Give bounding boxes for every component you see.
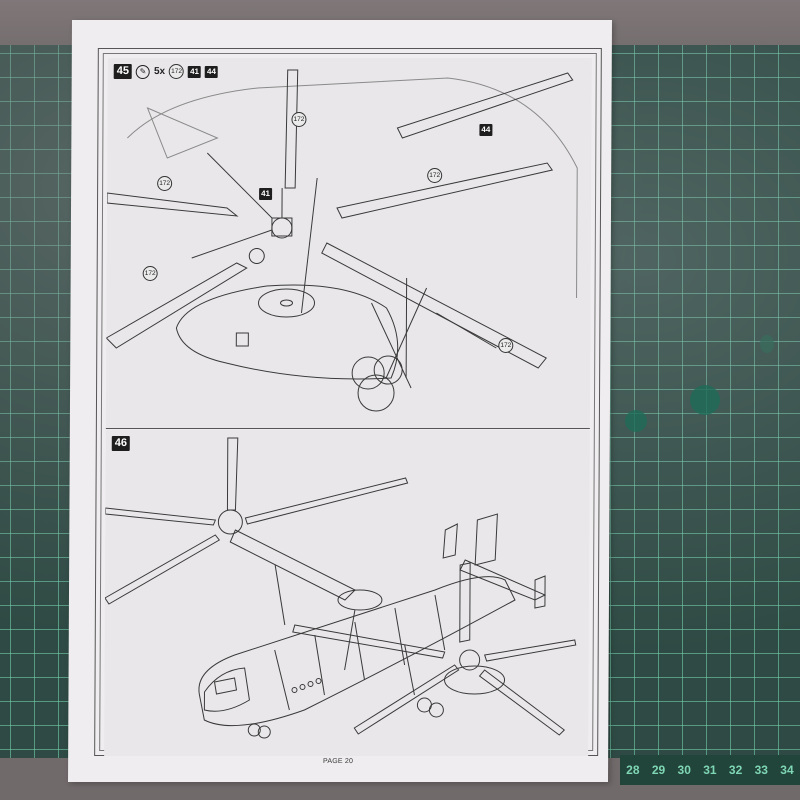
page-number: PAGE 20 — [323, 758, 354, 765]
part-number-callout: 172 — [427, 168, 443, 183]
page-frame: 45 ✎ 5x 172 41 44 172 172 172 172 172 41… — [94, 48, 602, 756]
ruler-number: 34 — [780, 763, 794, 777]
step-number-badge: 46 — [111, 436, 131, 451]
completed-helicopter-drawing — [104, 437, 577, 739]
ruler-number: 29 — [651, 763, 666, 777]
mat-ruler: 28 29 30 31 32 33 34 — [620, 755, 800, 785]
step-reference-badge: 44 — [204, 65, 218, 78]
part-number-callout: 172 — [291, 112, 307, 127]
rotor-hub-assembly-drawing — [105, 69, 578, 412]
step-45-header: 45 ✎ 5x 172 41 44 — [113, 64, 218, 79]
part-number-callout: 172 — [157, 176, 173, 191]
ruler-number: 31 — [703, 763, 717, 777]
step-reference-badge: 41 — [259, 188, 273, 200]
ruler-number: 32 — [728, 763, 743, 777]
ruler-number: 33 — [754, 763, 768, 777]
ruler-number: 28 — [626, 763, 640, 777]
cement-icon: ✎ — [135, 64, 151, 79]
no-cement-icon — [248, 248, 265, 264]
step-46-header: 46 — [111, 436, 131, 451]
paint-stain — [625, 410, 647, 432]
part-number-callout: 172 — [169, 64, 185, 79]
paint-stain — [760, 335, 774, 353]
step-46-panel: 46 — [104, 430, 590, 756]
ruler-number: 30 — [677, 763, 691, 777]
step-number-badge: 45 — [113, 64, 133, 79]
part-quantity: 5x — [153, 66, 166, 77]
step-reference-badge: 44 — [479, 124, 493, 136]
part-number-callout: 172 — [142, 266, 158, 281]
step-reference-badge: 41 — [188, 65, 202, 78]
instruction-sheet: 45 ✎ 5x 172 41 44 172 172 172 172 172 41… — [68, 20, 612, 782]
step-45-panel: 45 ✎ 5x 172 41 44 172 172 172 172 172 41… — [105, 58, 592, 429]
paint-stain — [690, 385, 720, 415]
page-frame-inner: 45 ✎ 5x 172 41 44 172 172 172 172 172 41… — [99, 53, 597, 756]
part-number-callout: 172 — [498, 338, 514, 353]
